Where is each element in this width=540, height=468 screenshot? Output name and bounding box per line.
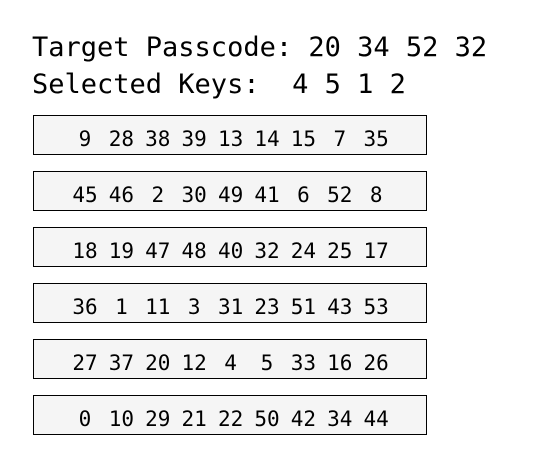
key-button[interactable]: 16 xyxy=(327,351,353,375)
key-button[interactable]: 24 xyxy=(290,239,317,263)
key-button[interactable]: 0 xyxy=(78,407,92,431)
key-button[interactable]: 5 xyxy=(260,351,274,375)
key-button[interactable]: 21 xyxy=(181,407,207,431)
key-button[interactable]: 22 xyxy=(217,407,244,431)
key-button[interactable]: 50 xyxy=(254,407,280,431)
key-button[interactable]: 14 xyxy=(254,127,280,151)
key-button[interactable]: 9 xyxy=(78,127,92,151)
key-button[interactable]: 31 xyxy=(217,295,244,319)
selected-keys-label: Selected Keys: xyxy=(32,69,260,100)
target-passcode-label: Target Passcode: xyxy=(32,32,293,63)
key-button[interactable]: 2 xyxy=(151,183,165,207)
key-button[interactable]: 49 xyxy=(217,183,244,207)
key-row: 45 46 2 30 49 41 6 52 8 xyxy=(33,171,427,211)
key-button[interactable]: 20 xyxy=(145,351,171,375)
key-button[interactable]: 4 xyxy=(224,351,237,375)
key-button[interactable]: 40 xyxy=(217,239,244,263)
key-button[interactable]: 52 xyxy=(327,183,353,207)
key-button[interactable]: 8 xyxy=(369,183,383,207)
key-row: 9 28 38 39 13 14 15 7 35 xyxy=(33,115,427,155)
key-button[interactable]: 7 xyxy=(333,127,347,151)
key-button[interactable]: 33 xyxy=(290,351,317,375)
selected-keys-line: Selected Keys: 4 5 1 2 xyxy=(32,69,406,101)
key-button[interactable]: 19 xyxy=(108,239,135,263)
key-button[interactable]: 28 xyxy=(108,127,135,151)
key-button[interactable]: 45 xyxy=(72,183,98,207)
target-passcode-values: 20 34 52 32 xyxy=(308,32,488,63)
key-button[interactable]: 30 xyxy=(181,183,207,207)
key-button[interactable]: 13 xyxy=(217,127,244,151)
key-row: 18 19 47 48 40 32 24 25 17 xyxy=(33,227,427,267)
key-button[interactable]: 41 xyxy=(254,183,280,207)
key-button[interactable]: 26 xyxy=(363,351,389,375)
key-button[interactable]: 25 xyxy=(327,239,353,263)
key-button[interactable]: 46 xyxy=(108,183,135,207)
key-button[interactable]: 39 xyxy=(181,127,207,151)
key-button[interactable]: 43 xyxy=(327,295,353,319)
key-button[interactable]: 34 xyxy=(327,407,353,431)
key-button[interactable]: 51 xyxy=(290,295,317,319)
key-button[interactable]: 42 xyxy=(290,407,317,431)
key-row: 0 10 29 21 22 50 42 34 44 xyxy=(33,395,427,435)
key-button[interactable]: 12 xyxy=(181,351,207,375)
key-button[interactable]: 29 xyxy=(145,407,171,431)
selected-keys-values: 4 5 1 2 xyxy=(292,69,406,100)
key-button[interactable]: 3 xyxy=(187,295,201,319)
key-button[interactable]: 53 xyxy=(363,295,389,319)
key-button[interactable]: 11 xyxy=(145,295,171,319)
key-button[interactable]: 36 xyxy=(72,295,98,319)
key-button[interactable]: 15 xyxy=(290,127,317,151)
key-button[interactable]: 10 xyxy=(108,407,135,431)
key-button[interactable]: 38 xyxy=(145,127,171,151)
target-passcode-line: Target Passcode: 20 34 52 32 xyxy=(32,32,487,64)
key-button[interactable]: 32 xyxy=(254,239,280,263)
key-button[interactable]: 44 xyxy=(363,407,389,431)
key-button[interactable]: 47 xyxy=(145,239,171,263)
key-button[interactable]: 18 xyxy=(72,239,98,263)
key-button[interactable]: 6 xyxy=(297,183,310,207)
key-button[interactable]: 1 xyxy=(115,295,128,319)
key-button[interactable]: 23 xyxy=(254,295,280,319)
key-button[interactable]: 17 xyxy=(363,239,389,263)
key-button[interactable]: 37 xyxy=(108,351,135,375)
key-button[interactable]: 35 xyxy=(363,127,389,151)
key-button[interactable]: 48 xyxy=(181,239,207,263)
key-button[interactable]: 27 xyxy=(72,351,98,375)
